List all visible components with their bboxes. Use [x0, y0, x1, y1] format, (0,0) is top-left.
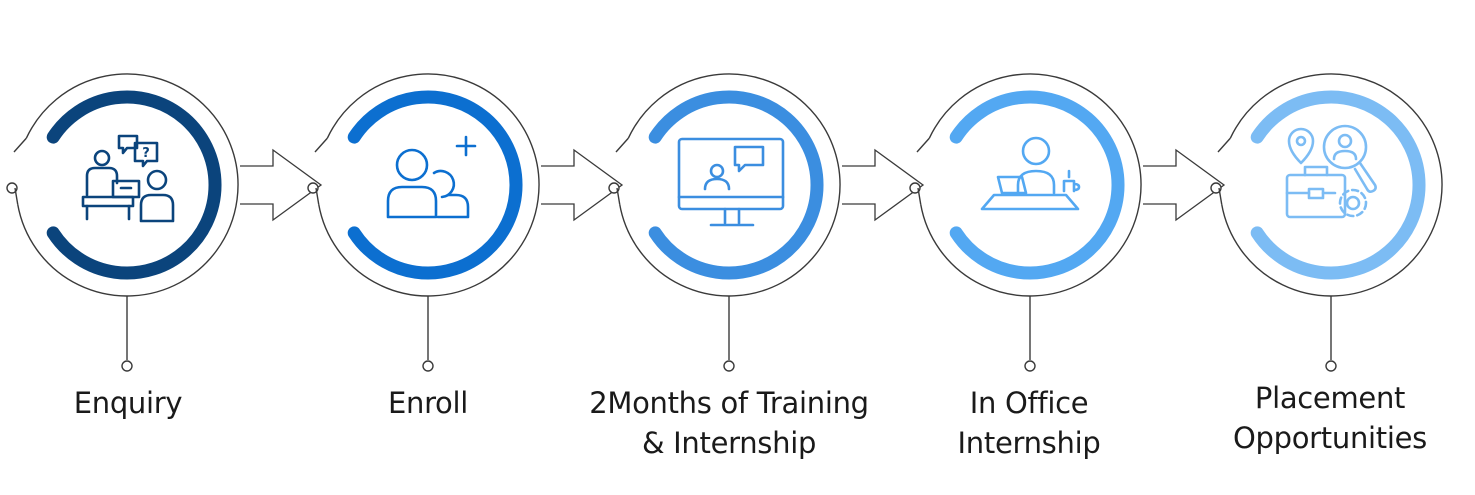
progress-ring — [347, 90, 523, 280]
step-5 — [1210, 73, 1443, 372]
step-1-label-line-1: Enquiry — [73, 386, 183, 420]
step-3-label-line-1: 2Months of Training — [589, 386, 869, 420]
chevron-arrow-icon — [1143, 148, 1226, 222]
ring-lead — [315, 187, 320, 205]
svg-text:?: ? — [142, 146, 150, 161]
enquiry-meeting-icon: ? — [81, 134, 175, 223]
ring-lead — [917, 187, 922, 205]
step-2-label: Enroll — [278, 383, 578, 423]
ring-dot — [1210, 182, 1222, 194]
step-3-label: 2Months of Training & Internship — [579, 383, 879, 463]
outer-ring — [920, 73, 1142, 297]
ring-lead — [615, 137, 629, 153]
ring-lead — [916, 137, 930, 153]
ring-lead — [1217, 137, 1231, 153]
step-5-label-line-1: Placement — [1254, 381, 1406, 415]
step-1: ? — [6, 73, 239, 372]
progress-ring — [46, 90, 222, 280]
ring-lead — [13, 137, 27, 153]
step-5-label-line-2: Opportunities — [1233, 421, 1427, 455]
ring-lead — [314, 137, 328, 153]
office-desk-icon — [980, 136, 1081, 211]
step-4-label-line-2: Internship — [957, 426, 1101, 460]
ring-dot — [307, 182, 319, 194]
ring-lead — [1218, 187, 1223, 205]
outer-ring — [318, 73, 540, 297]
outer-ring — [619, 73, 841, 297]
ring-lead — [14, 187, 19, 205]
step-2 — [307, 73, 540, 372]
step-3-label-line-2: & Internship — [641, 426, 817, 460]
step-2-label-line-1: Enroll — [387, 386, 469, 420]
ring-dot — [909, 182, 921, 194]
monitor-chat-icon — [677, 137, 785, 227]
ring-dot — [608, 182, 620, 194]
step-4-label: In Office Internship — [879, 383, 1179, 463]
step-5-label: Placement Opportunities — [1180, 378, 1475, 458]
stem-dot — [1325, 360, 1337, 372]
ring-dot — [6, 182, 18, 194]
chevron-arrow-icon — [541, 148, 624, 222]
add-users-icon — [386, 135, 477, 219]
outer-ring — [1221, 73, 1443, 297]
step-1-label: Enquiry — [0, 383, 278, 423]
chevron-arrow-icon — [240, 148, 323, 222]
outer-ring — [17, 73, 239, 297]
stem-dot — [422, 360, 434, 372]
ring-lead — [616, 187, 621, 205]
progress-ring — [949, 90, 1125, 280]
step-4-label-line-1: In Office — [969, 386, 1089, 420]
stem-dot — [723, 360, 735, 372]
progress-ring — [648, 90, 824, 280]
step-3 — [608, 73, 841, 372]
chevron-arrow-icon — [842, 148, 925, 222]
progress-ring — [1250, 90, 1426, 280]
job-search-icon — [1285, 124, 1377, 219]
stem-dot — [121, 360, 133, 372]
stem-dot — [1024, 360, 1036, 372]
step-4 — [909, 73, 1142, 372]
